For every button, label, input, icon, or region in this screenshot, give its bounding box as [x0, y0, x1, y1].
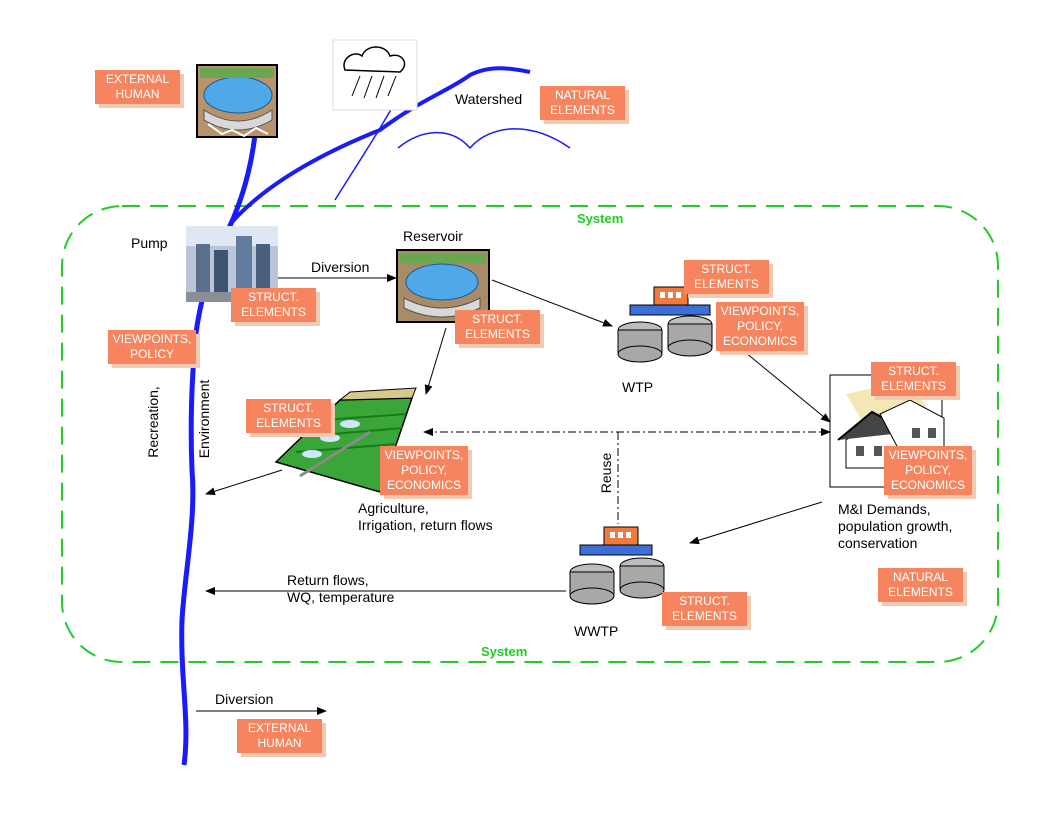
tag-struct-reservoir: STRUCT. ELEMENTS: [455, 310, 540, 344]
tag-struct-wwtp: STRUCT. ELEMENTS: [662, 592, 747, 626]
rain-cloud-icon: [332, 39, 418, 111]
wwtp-label: WWTP: [574, 623, 619, 639]
tag-viewpoints-mi: VIEWPOINTS, POLICY, ECONOMICS: [884, 446, 972, 495]
tag-struct-agriculture: STRUCT. ELEMENTS: [246, 399, 331, 433]
tag-struct-mi: STRUCT. ELEMENTS: [871, 362, 956, 396]
arrow-reservoir-wtp: [491, 279, 613, 327]
return-flows-label: Return flows, WQ, temperature: [287, 572, 395, 605]
reservoir-label: Reservoir: [403, 228, 463, 244]
diversion-top-label: Diversion: [311, 259, 370, 275]
environment-label: Environment: [196, 379, 212, 459]
watershed-label: Watershed: [455, 91, 523, 107]
wwtp-treatment-plant-icon: [569, 526, 665, 605]
reuse-label: Reuse: [598, 452, 614, 494]
reservoir-dam-icon: [396, 249, 490, 323]
tag-struct-wtp: STRUCT. ELEMENTS: [684, 260, 769, 294]
agriculture-label: Agriculture, Irrigation, return flows: [358, 500, 493, 533]
wtp-label: WTP: [622, 379, 654, 395]
irrigated-field-icon: [274, 387, 417, 493]
diversion-bottom-label: Diversion: [215, 691, 274, 707]
tag-natural-elements-right: NATURAL ELEMENTS: [878, 568, 963, 602]
arrow-reservoir-agriculture: [424, 327, 447, 395]
tag-external-human-top: EXTERNAL HUMAN: [95, 70, 180, 104]
arrow-agriculture-river: [205, 469, 283, 496]
watershed-stream-branch-2: [397, 128, 571, 150]
tag-natural-elements-top: NATURAL ELEMENTS: [540, 86, 625, 120]
arrow-wtp-mi: [739, 347, 831, 423]
dam-reservoir-icon: [196, 64, 278, 138]
tag-viewpoints-wtp: VIEWPOINTS, POLICY, ECONOMICS: [716, 302, 804, 351]
system-label-top: System: [577, 211, 624, 226]
tag-viewpoints-agriculture: VIEWPOINTS, POLICY, ECONOMICS: [380, 446, 468, 495]
treatment-plant-icon: [617, 286, 713, 363]
mi-demands-label: M&I Demands, population growth, conserva…: [838, 501, 953, 551]
recreation-label: Recreation,: [145, 386, 161, 458]
system-boundary: [61, 205, 999, 663]
arrow-mi-wwtp: [689, 501, 823, 545]
tag-viewpoints-policy-left: VIEWPOINTS, POLICY: [108, 330, 196, 364]
tag-struct-pump: STRUCT. ELEMENTS: [231, 288, 316, 322]
pump-label: Pump: [131, 235, 168, 251]
watershed-stream-main: [230, 66, 531, 224]
tag-external-human-bottom: EXTERNAL HUMAN: [237, 719, 322, 753]
system-label-bottom: System: [481, 644, 528, 659]
